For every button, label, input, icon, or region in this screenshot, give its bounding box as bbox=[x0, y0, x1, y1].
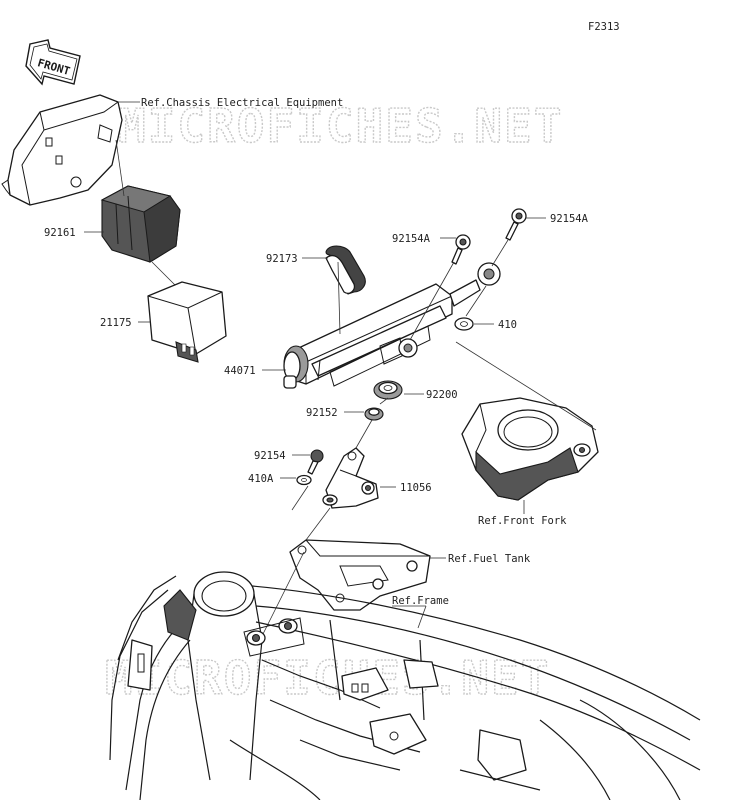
part-92152-collar bbox=[364, 407, 384, 421]
part-92173-clamp bbox=[325, 245, 366, 295]
part-label-92154a-right: 92154A bbox=[550, 213, 589, 225]
part-label-92200: 92200 bbox=[426, 389, 458, 401]
part-label-92173: 92173 bbox=[266, 253, 298, 265]
watermark-bottom: MICROFICHES.NET bbox=[105, 651, 550, 705]
ref-chassis-electrical: Ref.Chassis Electrical Equipment bbox=[141, 97, 343, 109]
fuel-tank-bracket bbox=[289, 539, 431, 611]
part-label-92152: 92152 bbox=[306, 407, 338, 419]
part-label-44071: 44071 bbox=[224, 365, 256, 377]
front-arrow-icon: FRONT bbox=[25, 39, 81, 86]
part-92154a-left-bolt bbox=[451, 234, 471, 265]
front-fork-clamp bbox=[461, 397, 599, 501]
part-92154a-right-bolt bbox=[505, 208, 527, 241]
part-11056-bracket bbox=[322, 447, 379, 509]
part-21175-unit bbox=[147, 281, 227, 363]
part-label-11056: 11056 bbox=[400, 482, 432, 494]
part-label-410a: 410A bbox=[248, 473, 274, 485]
part-410-washer bbox=[454, 317, 474, 331]
part-label-92161: 92161 bbox=[44, 227, 76, 239]
watermark-top: MICROFICHES.NET bbox=[118, 99, 563, 153]
part-label-92154: 92154 bbox=[254, 450, 286, 462]
part-44071-damper bbox=[283, 262, 501, 389]
part-410a-washer bbox=[296, 474, 312, 486]
motorcycle-frame bbox=[109, 571, 701, 800]
part-label-92154a-left: 92154A bbox=[392, 233, 431, 245]
part-92200-washer bbox=[373, 380, 403, 400]
part-label-21175: 21175 bbox=[100, 317, 132, 329]
ref-front-fork: Ref.Front Fork bbox=[478, 515, 567, 527]
part-92161-holder bbox=[100, 185, 181, 263]
figure-code: F2313 bbox=[588, 21, 620, 33]
ref-frame: Ref.Frame bbox=[392, 595, 449, 607]
chassis-bracket bbox=[1, 94, 123, 206]
part-label-410: 410 bbox=[498, 319, 517, 331]
ref-fuel-tank: Ref.Fuel Tank bbox=[448, 553, 531, 565]
part-92154-bolt bbox=[307, 449, 324, 475]
